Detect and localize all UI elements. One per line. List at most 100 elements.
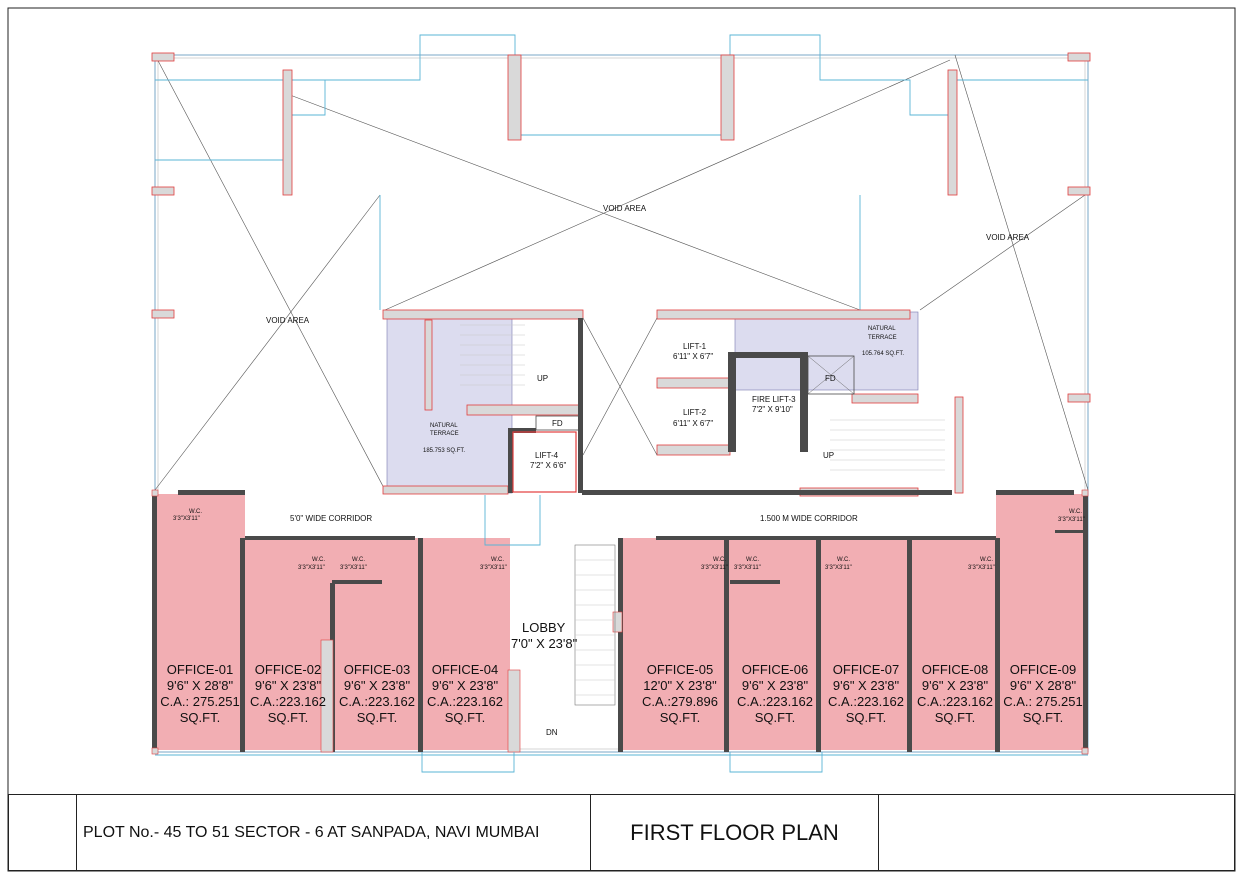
office-3-unit: SQ.FT. [357,710,397,725]
wc-size: 3'3"X3'11" [968,565,995,571]
office-7-name: OFFICE-07 [833,662,899,677]
office-1-unit: SQ.FT. [180,710,220,725]
lift-4-size: 7'2" X 6'6" [530,461,566,470]
fd-shaft-right [807,355,855,395]
lobby-size: 7'0" X 23'8" [511,636,578,651]
corridor-label-left: 5'0" WIDE CORRIDOR [290,514,372,523]
office-4-size: 9'6" X 23'8" [432,678,499,693]
wc-name: W.C. [746,557,759,563]
office-labels: OFFICE-019'6" X 28'8"C.A.: 275.251SQ.FT.… [160,662,1083,725]
office-7-unit: SQ.FT. [846,710,886,725]
office-9-unit: SQ.FT. [1023,710,1063,725]
office-2-unit: SQ.FT. [268,710,308,725]
void-area-left [154,54,386,491]
office-8-ca: C.A.:223.162 [917,694,993,709]
office-1-size: 9'6" X 28'8" [167,678,234,693]
lift-2-name: LIFT-2 [683,408,707,417]
office-1-name: OFFICE-01 [167,662,233,677]
wc-name: W.C. [837,557,850,563]
office-6-size: 9'6" X 23'8" [742,678,809,693]
office-9-size: 9'6" X 28'8" [1010,678,1077,693]
columns-top [151,52,1091,403]
wc-name: W.C. [189,509,202,515]
void-label-left: VOID AREA [266,316,310,325]
wc-name: W.C. [491,557,504,563]
terrace-right-name2: TERRACE [868,335,897,341]
wc-name: W.C. [713,557,726,563]
wc-size: 3'3"X3'11" [701,565,728,571]
office-6-ca: C.A.:223.162 [737,694,813,709]
lift-4-shaft [512,431,577,493]
stair-dn-lobby: DN [546,728,558,737]
office-1-ca: C.A.: 275.251 [160,694,240,709]
stair-up-left: UP [537,374,548,383]
office-8-unit: SQ.FT. [935,710,975,725]
void-label-right: VOID AREA [986,233,1030,242]
plot-info: PLOT No.- 45 TO 51 SECTOR - 6 AT SANPADA… [77,795,591,870]
office-4-unit: SQ.FT. [445,710,485,725]
wc-labels: W.C.3'3"X3'11"W.C.3'3"X3'11"W.C.3'3"X3'1… [173,509,1085,571]
drawing-title: FIRST FLOOR PLAN [591,795,879,870]
office-5-ca: C.A.:279.896 [642,694,718,709]
office-6-unit: SQ.FT. [755,710,795,725]
lift-4-name: LIFT-4 [535,451,559,460]
wc-size: 3'3"X3'11" [298,565,325,571]
terrace-right-area: 105.764 SQ.FT. [862,351,904,357]
title-blank-cell [879,795,1236,870]
stair-left [460,324,525,386]
fd-label-right: FD [825,374,836,383]
terrace-left-name2: TERRACE [430,431,459,437]
fire-lift-3-size: 7'2" X 9'10" [752,405,793,414]
lift-1-size: 6'11" X 6'7" [673,352,713,361]
sheet-border [7,7,1236,872]
void-area-right [919,54,1089,491]
wc-size: 3'3"X3'11" [734,565,761,571]
office-2-name: OFFICE-02 [255,662,321,677]
terrace-left-name: NATURAL [430,423,458,429]
office-5-unit: SQ.FT. [660,710,700,725]
corridor-label-right: 1.500 M WIDE CORRIDOR [760,514,858,523]
office-8-size: 9'6" X 23'8" [922,678,989,693]
void-label-top: VOID AREA [603,204,647,213]
terrace-right [734,311,919,391]
office-4-ca: C.A.:223.162 [427,694,503,709]
wc-name: W.C. [312,557,325,563]
office-2-size: 9'6" X 23'8" [255,678,322,693]
lobby-name: LOBBY [522,620,566,635]
office-fills [155,494,1088,750]
north-cell [9,795,77,870]
title-block: PLOT No.- 45 TO 51 SECTOR - 6 AT SANPADA… [8,794,1235,871]
terrace-left-area: 185.753 SQ.FT. [423,448,465,454]
office-3-size: 9'6" X 23'8" [344,678,411,693]
stair-right [830,419,945,471]
wc-size: 3'3"X3'11" [173,516,200,522]
terrace-right-name: NATURAL [868,326,896,332]
office-4-name: OFFICE-04 [432,662,498,677]
wc-name: W.C. [1069,509,1082,515]
office-8-name: OFFICE-08 [922,662,988,677]
wc-size: 3'3"X3'11" [480,565,507,571]
office-3-ca: C.A.:223.162 [339,694,415,709]
lobby-stair [574,544,616,706]
void-area-top [289,59,951,311]
wc-size: 3'3"X3'11" [1058,517,1085,523]
office-5-name: OFFICE-05 [647,662,713,677]
lift-2-size: 6'11" X 6'7" [673,419,713,428]
wc-size: 3'3"X3'11" [825,565,852,571]
office-5-size: 12'0" X 23'8" [643,678,717,693]
office-2-ca: C.A.:223.162 [250,694,326,709]
fire-lift-3-name: FIRE LIFT-3 [752,395,796,404]
core-dark-walls [508,318,952,495]
lift-1-name: LIFT-1 [683,342,707,351]
office-3-name: OFFICE-03 [344,662,410,677]
stair-up-right: UP [823,451,834,460]
wc-name: W.C. [352,557,365,563]
office-9-name: OFFICE-09 [1010,662,1076,677]
office-7-size: 9'6" X 23'8" [833,678,900,693]
wc-size: 3'3"X3'11" [340,565,367,571]
wc-name: W.C. [980,557,993,563]
office-9-ca: C.A.: 275.251 [1003,694,1083,709]
office-6-name: OFFICE-06 [742,662,808,677]
fd-label-left: FD [552,419,563,428]
